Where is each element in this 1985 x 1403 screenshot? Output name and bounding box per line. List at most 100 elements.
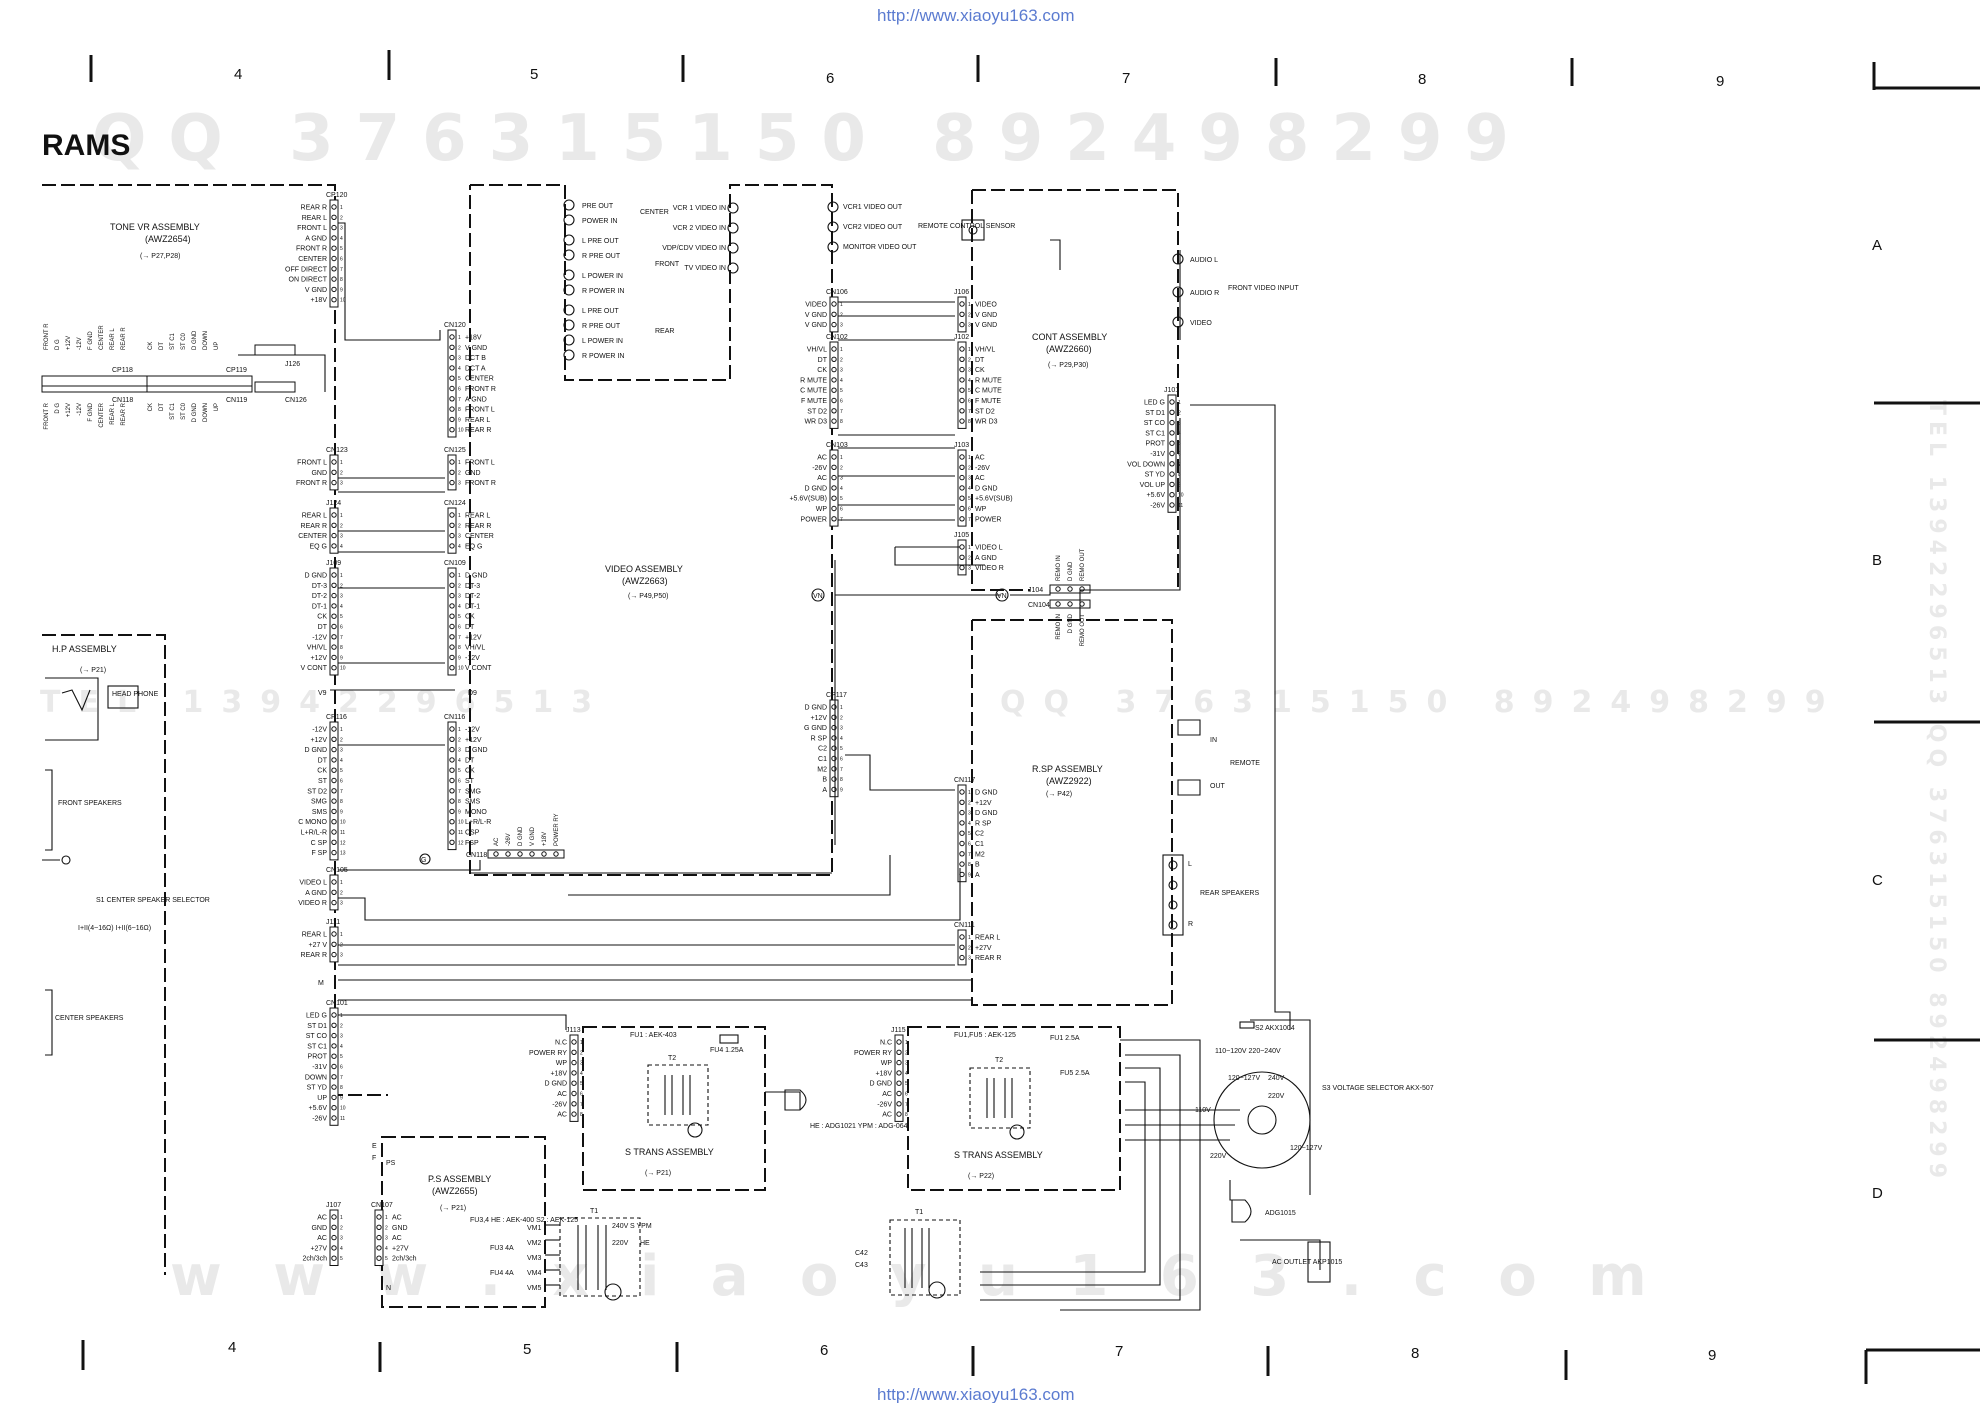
fu4-label: FU4 4A — [490, 1270, 514, 1277]
relay-left-symbol — [784, 1089, 807, 1111]
t1-out-2: 220V — [612, 1240, 629, 1247]
pin-number: 8 — [840, 777, 843, 783]
pin-number: 1 — [458, 335, 461, 341]
pin-number: 2 — [340, 1225, 343, 1231]
pin-number: 3 — [840, 368, 843, 374]
assembly-frames — [42, 184, 1179, 1308]
pin-label: G GND — [804, 725, 827, 732]
pin-label: DT-2 — [312, 593, 327, 600]
pin-number: 2 — [340, 523, 343, 529]
jack-label: L POWER IN — [582, 338, 623, 345]
url-bottom[interactable]: http://www.xiaoyu163.com — [877, 1385, 1074, 1403]
pin-number: 1 — [458, 513, 461, 519]
pin-label: ST D2 — [307, 788, 327, 795]
pin-label: POWER RY — [854, 1050, 892, 1057]
j126-label: J126 — [285, 361, 300, 368]
center-selector-label: S1 CENTER SPEAKER SELECTOR — [96, 897, 210, 904]
pin-label: A GND — [305, 235, 327, 242]
video-in-label: VDP/CDV VIDEO IN — [662, 245, 726, 252]
pin-number: 1 — [840, 302, 843, 308]
pin-number: 6 — [840, 507, 843, 513]
s2-label: S2 AKX1004 — [1255, 1025, 1295, 1032]
pin-label: CENTER — [465, 533, 494, 540]
pin-label: ST D1 — [1145, 410, 1165, 417]
connector-label: CN104 — [1028, 602, 1050, 609]
pin-number: 11 — [1178, 503, 1183, 509]
pin-label: DT-3 — [312, 583, 327, 590]
pin-label: +27 V — [309, 942, 328, 949]
pin-label: DT — [975, 357, 985, 364]
pin-number: 2 — [968, 465, 971, 471]
connector-label: J124 — [326, 500, 341, 507]
pin-number: 3 — [458, 594, 461, 600]
jack-socket — [563, 214, 575, 226]
t1-tap-0: VM1 — [527, 1225, 542, 1232]
pin-label: ST — [318, 778, 328, 785]
pin-label: REAR R — [301, 523, 327, 530]
bus-pin-label: DT — [159, 342, 165, 350]
pin-number: 5 — [968, 388, 971, 394]
video-in-label: TV VIDEO IN — [684, 265, 726, 272]
pin-label: DT-1 — [312, 603, 327, 610]
pin-number: 13 — [340, 851, 346, 857]
strans1-assembly-name: S TRANS ASSEMBLY — [625, 1147, 714, 1157]
ps-assembly-part: (AWZ2655) — [432, 1186, 478, 1196]
pin-label: GND — [392, 1225, 408, 1232]
jack-label: L POWER IN — [582, 273, 623, 280]
connector-label: CN106 — [826, 289, 848, 296]
jack-socket — [563, 284, 575, 296]
pin-label: AC — [975, 475, 985, 482]
fu1-left-label: FU1 : AEK-403 — [630, 1032, 677, 1039]
pin-label: V CONT — [301, 665, 328, 672]
connector-label: CN105 — [326, 867, 348, 874]
bus-pin-label: CK — [148, 403, 154, 411]
pin-number: 4 — [458, 758, 461, 764]
jack-label: R POWER IN — [582, 288, 624, 295]
pin-label: +18V — [465, 335, 482, 342]
connector-label: CN102 — [826, 334, 848, 341]
pin-label: +12V — [810, 715, 827, 722]
pin-number: 8 — [458, 407, 461, 413]
pin-number: 6 — [458, 387, 461, 393]
pin-number: 2 — [340, 470, 343, 476]
pin-number: 2 — [458, 345, 461, 351]
selector-values-label: I+II(4~16Ω) I+II(6~16Ω) — [78, 925, 151, 932]
pin-number: 3 — [968, 811, 971, 817]
hp-assembly-ref: (→ P21) — [80, 667, 106, 674]
front-panel-items: REMOTE CONTROL SENSOR FRONT VIDEO INPUT … — [42, 219, 1299, 1056]
strans2-assembly-ref: (→ P22) — [968, 1173, 994, 1180]
pin-number: 9 — [458, 417, 461, 423]
pin-label: N.C — [555, 1040, 567, 1047]
pin-number: 9 — [340, 809, 343, 815]
pin-number: 3 — [458, 481, 461, 487]
url-top[interactable]: http://www.xiaoyu163.com — [877, 6, 1074, 25]
pin-number: 6 — [968, 842, 971, 848]
jack-socket — [563, 304, 575, 316]
fu5-right-val: FU5 2.5A — [1060, 1070, 1090, 1077]
pin-number: 7 — [458, 635, 461, 641]
ps-assembly-name: P.S ASSEMBLY — [428, 1174, 491, 1184]
pin-number: 5 — [340, 768, 343, 774]
pin-label: GND — [311, 1225, 327, 1232]
pin-label: +5.6V(SUB) — [975, 496, 1013, 503]
jack-group-label: REAR — [655, 328, 674, 335]
pin-number: 11 — [458, 830, 463, 836]
pin-number: 4 — [340, 1044, 343, 1050]
pin-number: 4 — [340, 604, 343, 610]
bus-pin-label: FRONT R — [44, 323, 50, 350]
jack-label: L PRE OUT — [582, 308, 619, 315]
pin-number: 6 — [340, 625, 343, 631]
pin-number: 1 — [340, 513, 343, 519]
pin-label: CENTER — [465, 376, 494, 383]
pin-label: VH/VL — [975, 347, 995, 354]
pin-label: AC — [494, 837, 500, 846]
bus-pin-label: +12V — [66, 403, 72, 417]
